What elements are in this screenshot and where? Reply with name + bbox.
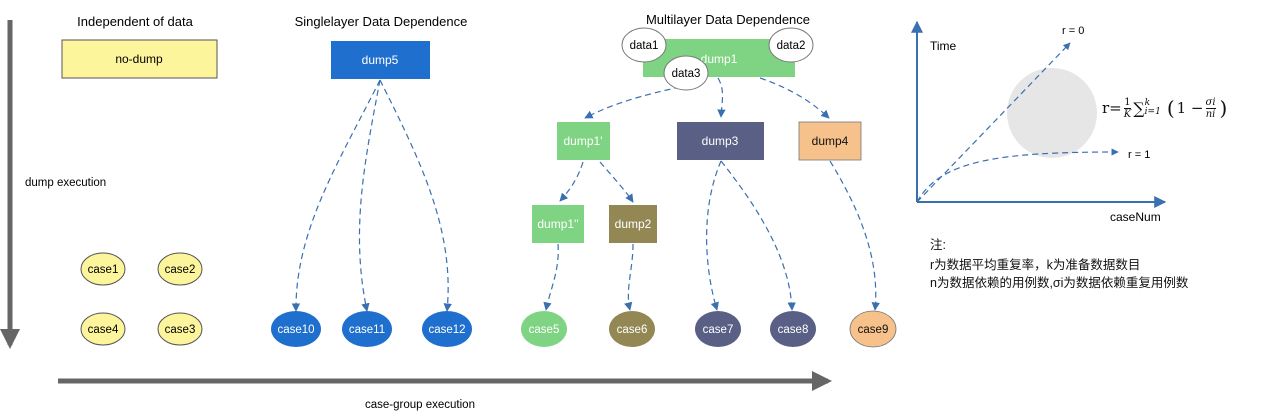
dump1p-box [557,122,610,160]
dump-execution-label: dump execution [25,177,106,189]
formula-paren-close: ) [1219,96,1228,120]
label-r1: r = 1 [1128,149,1150,161]
multilayer-arrows [543,77,880,311]
case3-node: case3 [157,312,203,346]
arrow-dump3-case8 [720,160,796,311]
line-r0 [916,42,1071,203]
formula-lhs: r= [1102,99,1122,117]
case7-label: case7 [703,324,734,336]
formula-sum-symbol: ∑ [1133,98,1145,118]
chart-x-label: caseNum [1110,210,1161,224]
case4-label: case4 [88,324,119,336]
arrow-dump1-dump4 [759,77,830,119]
case2-node: case2 [157,252,203,286]
formula-inner-den: ni [1205,108,1216,120]
dump1pp-label: dump1'' [537,217,578,231]
case5-label: case5 [529,324,560,336]
dump1pp-box [532,205,584,243]
arrow-dump1p-dump2 [599,161,634,203]
case7-node: case7 [695,311,741,347]
case9-label: case9 [858,324,889,336]
section-title-singlelayer: Singlelayer Data Dependence [295,14,468,29]
case12-node: case12 [422,311,472,347]
formula-inner-num: σi [1205,96,1216,108]
formula-sum-sub: i=1 [1144,107,1161,117]
arrow-dump4-case9 [829,160,880,311]
arrow-dump2-case6 [624,243,634,311]
arrow-dump5-case11 [358,79,381,312]
chart-y-label: Time [930,39,957,53]
dump1-label: dump1 [701,52,738,66]
dump5-box [331,41,430,79]
formula-fraction-sigma-n: σi ni [1205,96,1216,120]
data3-node: data3 [663,55,709,91]
dump3-box [677,122,764,160]
dump4-box [798,121,862,161]
arrow-dump1p-dump1pp [559,161,584,202]
case6-node: case6 [609,311,655,347]
arrow-dump1pp-case5 [543,243,559,311]
case8-node: case8 [770,311,816,347]
section-title-multilayer: Multilayer Data Dependence [646,12,810,27]
case1-label: case1 [88,264,119,276]
dump1p-label: dump1' [564,134,603,148]
notes-line-2: n为数据依赖的用例数,σi为数据依赖重复用例数 [930,276,1189,290]
case1-node: case1 [80,252,126,286]
case-group-execution-label: case-group execution [365,399,475,411]
case11-node: case11 [342,311,392,347]
case2-label: case2 [165,264,196,276]
arrow-dump1-dump3 [717,77,726,118]
dump5-label: dump5 [362,53,399,67]
reuse-rate-chart: Time caseNum r = 0 r = 1 [911,20,1167,224]
case5-node: case5 [521,311,567,347]
dump2-label: dump2 [615,217,652,231]
label-r0: r = 0 [1062,25,1084,37]
dump3-label: dump3 [702,134,739,148]
arrow-dump3-case7 [706,160,722,311]
formula-sum-sup: k [1144,98,1151,108]
data2-node: data2 [768,27,814,63]
case10-node: case10 [271,311,321,347]
no-dump-box [61,39,218,79]
case10-label: case10 [277,324,314,336]
dump2-box [609,205,657,243]
case6-label: case6 [617,324,648,336]
singlelayer-arrows [291,79,452,312]
case12-label: case12 [428,324,465,336]
line-r1 [916,148,1119,203]
notes-title: 注: [930,238,946,252]
reuse-rate-formula: r= 1 K ∑ k i=1 ( 1 − σi ni ) [1102,96,1227,120]
arrow-dump5-case10 [291,79,381,312]
notes-line-1: r为数据平均重复率，k为准备数据数目 [930,258,1141,272]
case3-label: case3 [165,324,196,336]
dump4-label: dump4 [812,134,849,148]
data3-label: data3 [672,68,701,80]
case4-node: case4 [80,312,126,346]
formula-frac-num: 1 [1124,96,1131,108]
formula-frac-den: K [1123,108,1132,120]
arrow-dump1-dump1p [584,84,691,119]
case8-label: case8 [778,324,809,336]
data2-label: data2 [777,40,806,52]
section-title-independent: Independent of data [77,14,193,29]
no-dump-label: no-dump [115,52,163,66]
formula-fraction-1k: 1 K [1123,96,1132,120]
formula-paren-open: ( [1166,96,1175,120]
data1-node: data1 [621,27,667,63]
data1-label: data1 [630,40,659,52]
case9-node: case9 [849,310,897,348]
formula-one-minus: 1 − [1176,99,1204,117]
case11-label: case11 [349,324,385,336]
arrow-dump5-case12 [379,79,452,312]
highlight-circle [1007,68,1097,158]
